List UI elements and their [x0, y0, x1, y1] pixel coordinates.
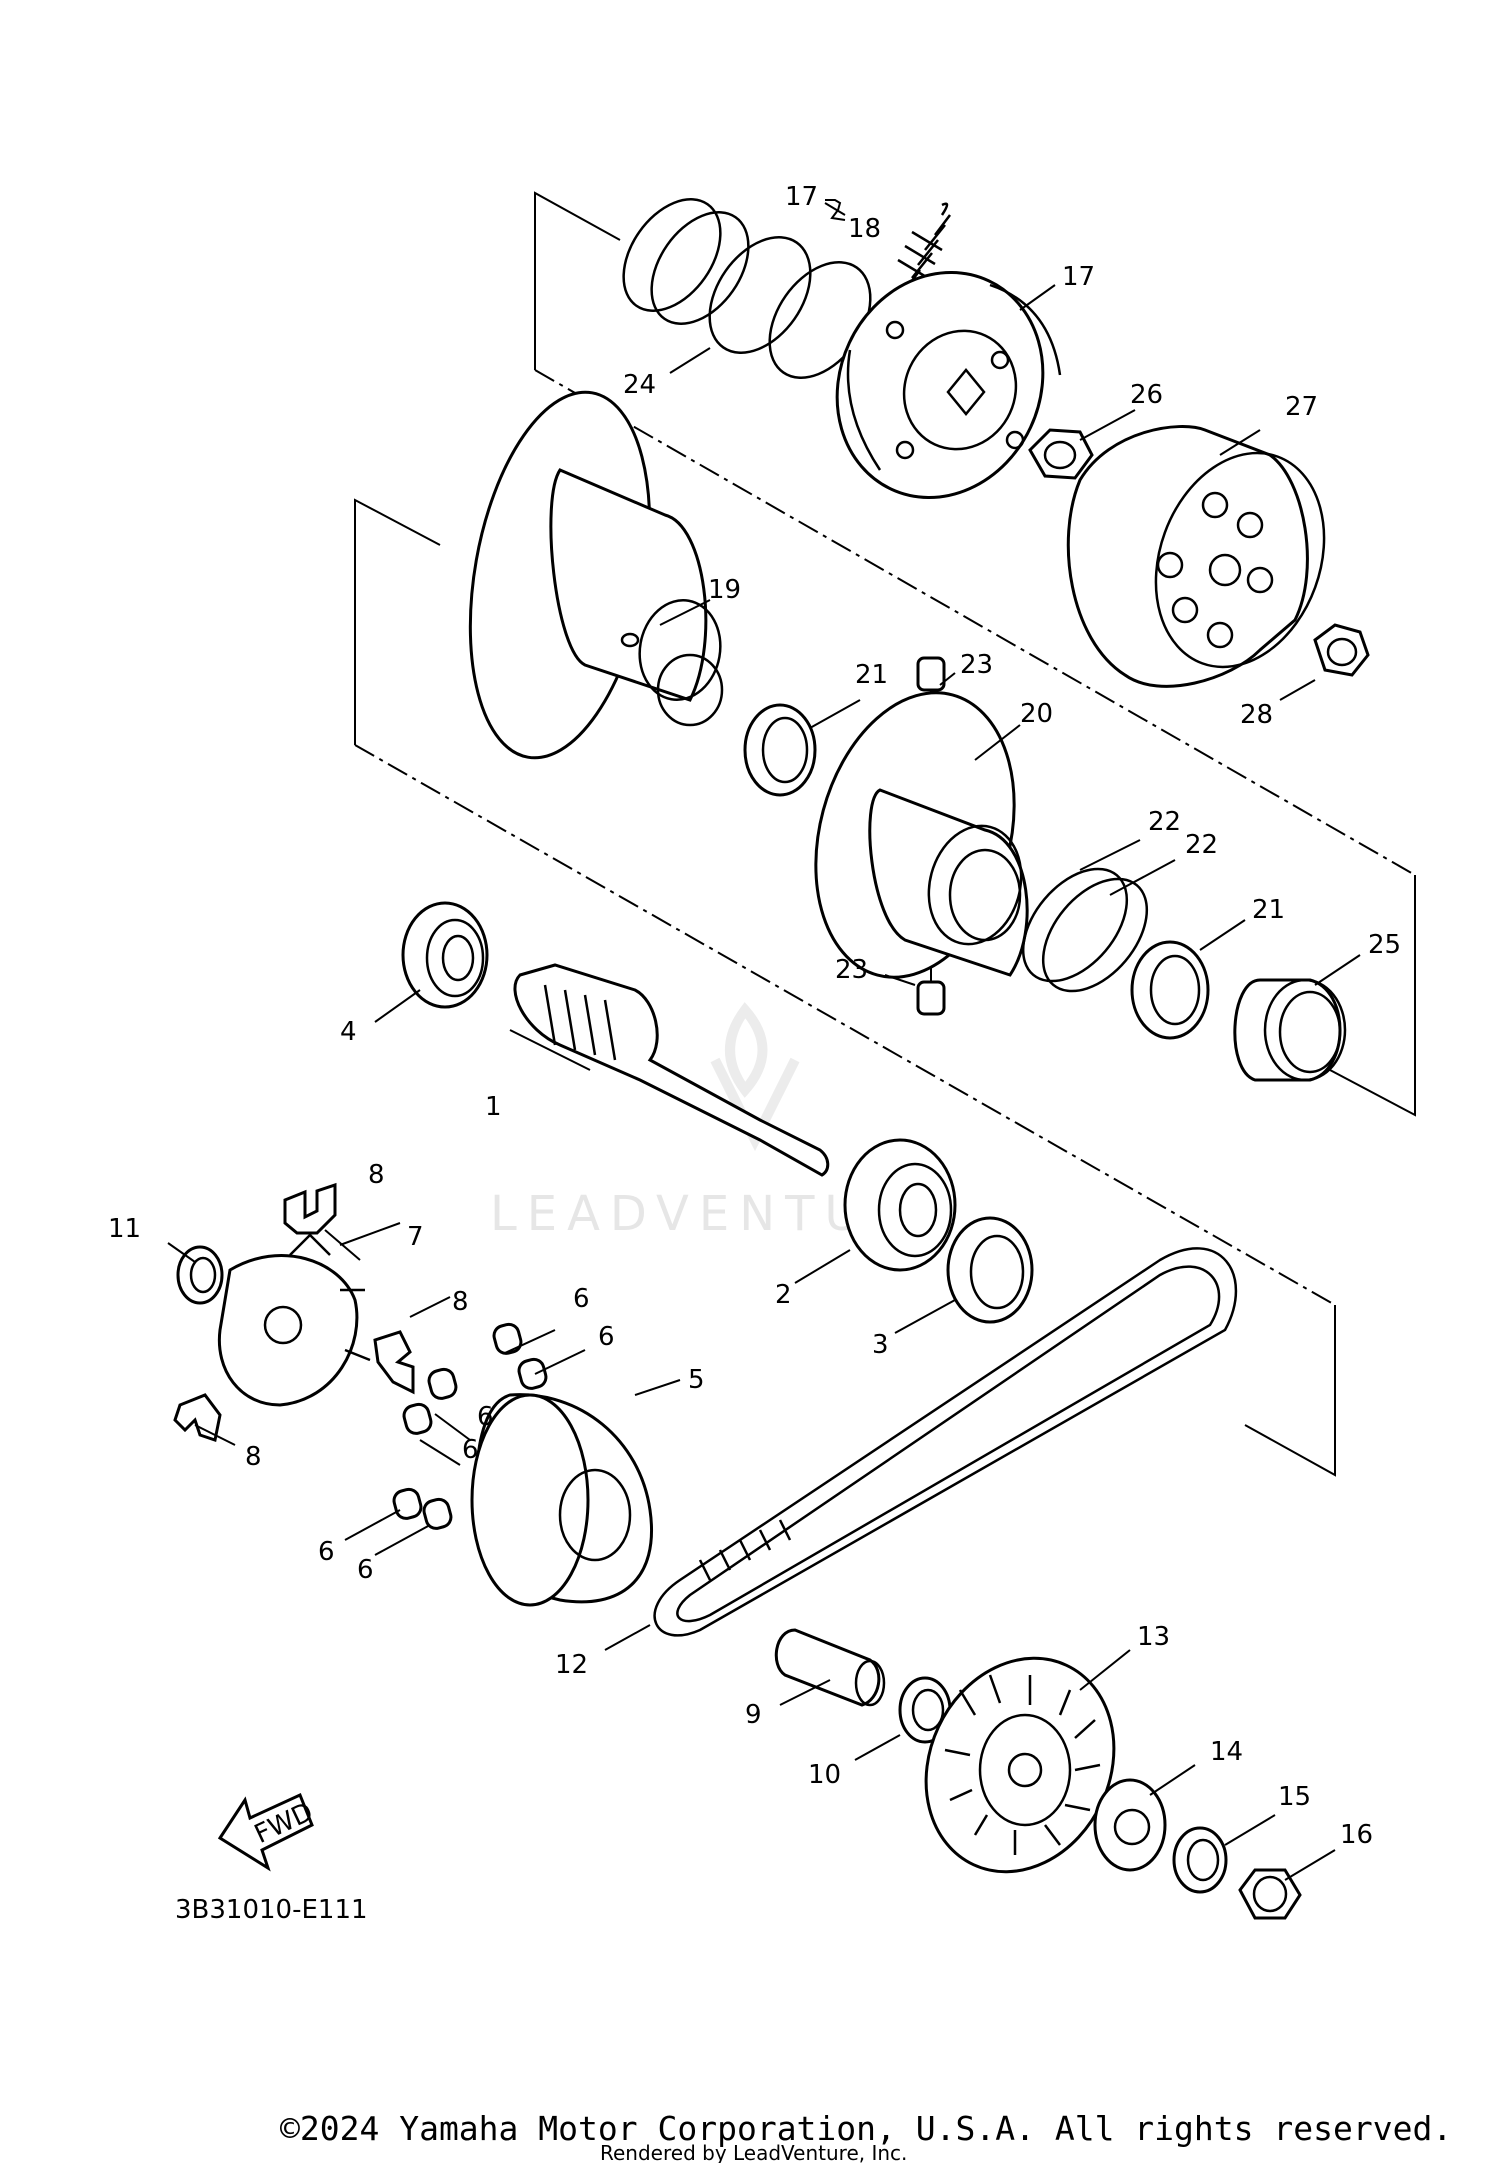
callout-25: 25 [1368, 930, 1401, 960]
part-28-nut[interactable] [1313, 623, 1370, 677]
callout-18: 18 [848, 214, 881, 244]
part-15-washer[interactable] [1172, 1826, 1228, 1894]
callout-24: 24 [623, 370, 656, 400]
callout-16: 16 [1340, 1820, 1373, 1850]
callout-8c: 8 [245, 1442, 262, 1472]
callout-27: 27 [1285, 392, 1318, 422]
callout-4: 4 [340, 1017, 357, 1047]
part-1-primary-shaft[interactable] [513, 963, 830, 1177]
part-9-collar[interactable] [774, 1628, 886, 1707]
part-27-clutch-housing[interactable] [1066, 425, 1353, 691]
callout-8a: 8 [368, 1160, 385, 1190]
part-4-bearing[interactable] [401, 901, 489, 1009]
callout-11: 11 [108, 1214, 141, 1244]
callout-6d: 6 [462, 1435, 479, 1465]
part-19-sliding-sheave[interactable] [444, 378, 728, 772]
callout-3: 3 [872, 1330, 889, 1360]
part-25-guide[interactable] [1233, 978, 1347, 1082]
part-6-weight-3[interactable] [427, 1367, 458, 1401]
part-20-secondary-sheave[interactable] [786, 670, 1045, 999]
part-17-clutch-carrier[interactable] [801, 239, 1079, 532]
part-23-pin-lower[interactable] [916, 980, 946, 1016]
callout-21b: 21 [1252, 895, 1285, 925]
leader-lines [167, 202, 1361, 1881]
part-7-cam[interactable] [217, 1233, 371, 1407]
part-6-weight-5[interactable] [392, 1487, 423, 1521]
part-8-slider-top[interactable] [283, 1182, 337, 1235]
part-6-weight-2[interactable] [517, 1357, 548, 1391]
rendered-by-text: Rendered by LeadVenture, Inc. [600, 2141, 907, 2163]
callout-labels: 1 2 3 4 5 6 6 6 6 6 6 7 8 8 8 9 10 11 12… [108, 182, 1401, 1850]
callout-26: 26 [1130, 380, 1163, 410]
callout-12: 12 [555, 1650, 588, 1680]
callout-1: 1 [485, 1092, 502, 1122]
callout-6e: 6 [318, 1537, 335, 1567]
part-22-o-rings[interactable] [1003, 849, 1168, 1010]
part-23-pin-upper[interactable] [916, 656, 946, 692]
part-6-weight-6[interactable] [422, 1497, 453, 1531]
callout-22a: 22 [1148, 807, 1181, 837]
callout-19: 19 [708, 575, 741, 605]
callout-23a: 23 [960, 650, 993, 680]
callout-9: 9 [745, 1700, 762, 1730]
callout-8b: 8 [452, 1287, 469, 1317]
callout-28: 28 [1240, 700, 1273, 730]
callout-21a: 21 [855, 660, 888, 690]
part-6-weight-1[interactable] [492, 1322, 523, 1356]
part-14-one-way-clutch[interactable] [1093, 1778, 1167, 1872]
part-12-v-belt[interactable] [653, 1247, 1237, 1637]
part-11-washer[interactable] [176, 1245, 224, 1305]
callout-17a: 17 [785, 182, 818, 212]
part-26-nut[interactable] [1028, 428, 1094, 480]
part-3-oil-seal[interactable] [946, 1216, 1034, 1324]
part-16-nut[interactable] [1238, 1868, 1302, 1920]
part-21-oil-seal-lower[interactable] [1130, 940, 1210, 1040]
copyright-text: ©2024 Yamaha Motor Corporation, U.S.A. A… [280, 2109, 1452, 2148]
callout-13: 13 [1137, 1622, 1170, 1652]
callout-2: 2 [775, 1280, 792, 1310]
callout-10: 10 [808, 1760, 841, 1790]
fwd-arrow-icon: FWD [217, 1792, 318, 1872]
callout-6c: 6 [477, 1402, 494, 1432]
callout-14: 14 [1210, 1737, 1243, 1767]
part-6-weight-4[interactable] [402, 1402, 433, 1436]
callout-15: 15 [1278, 1782, 1311, 1812]
callout-23b: 23 [835, 955, 868, 985]
callout-7: 7 [407, 1222, 424, 1252]
part-2-bearing[interactable] [843, 1138, 957, 1272]
callout-6f: 6 [357, 1555, 374, 1585]
part-5-primary-sheave[interactable] [470, 1393, 653, 1607]
callout-6b: 6 [598, 1322, 615, 1352]
part-8-slider-middle[interactable] [373, 1330, 415, 1395]
part-8-slider-bottom[interactable] [173, 1393, 222, 1442]
part-21-oil-seal-upper[interactable] [743, 703, 817, 797]
callout-bracket-17-18 [825, 199, 846, 221]
callout-22b: 22 [1185, 830, 1218, 860]
diagram-code: 3B31010-E111 [175, 1895, 368, 1925]
callout-5: 5 [688, 1365, 705, 1395]
part-18-spring[interactable] [891, 202, 951, 316]
callout-20: 20 [1020, 699, 1053, 729]
callout-6a: 6 [573, 1284, 590, 1314]
group-outlines [354, 191, 1416, 1477]
callout-17b: 17 [1062, 262, 1095, 292]
